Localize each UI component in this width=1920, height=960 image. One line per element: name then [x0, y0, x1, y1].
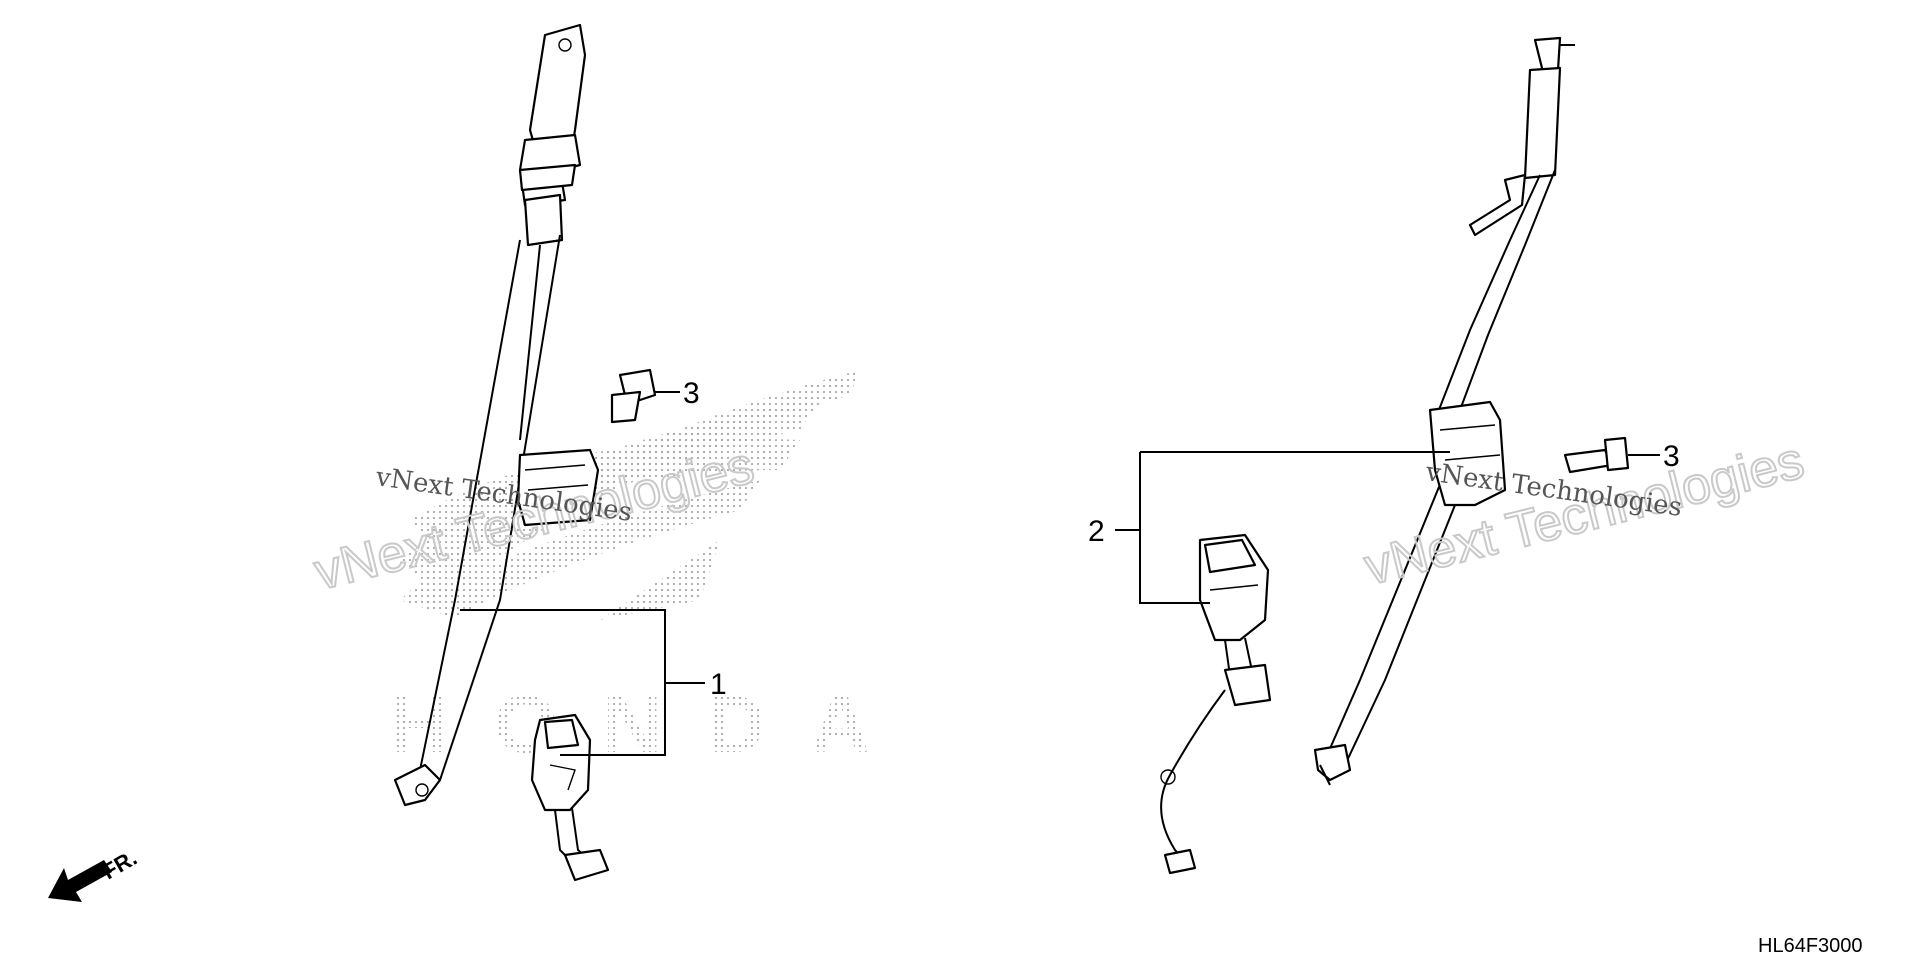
right-seat-belt-assembly [1160, 36, 1630, 875]
callout-2: 2 [1088, 515, 1105, 548]
front-direction-arrow: FR. [48, 845, 141, 902]
left-seat-belt-assembly [393, 23, 657, 882]
front-direction-label: FR. [98, 845, 141, 884]
diagram-part-code: HL64F3000 [1758, 935, 1863, 957]
right-leader-lines [1115, 451, 1660, 604]
callout-1: 1 [710, 668, 727, 701]
honda-logo-text: HONDA [390, 679, 870, 770]
callout-3-right: 3 [1663, 440, 1680, 473]
callout-3-left: 3 [683, 377, 700, 410]
left-leader-lines [460, 391, 705, 756]
honda-wing-logo: HONDA [390, 370, 870, 770]
